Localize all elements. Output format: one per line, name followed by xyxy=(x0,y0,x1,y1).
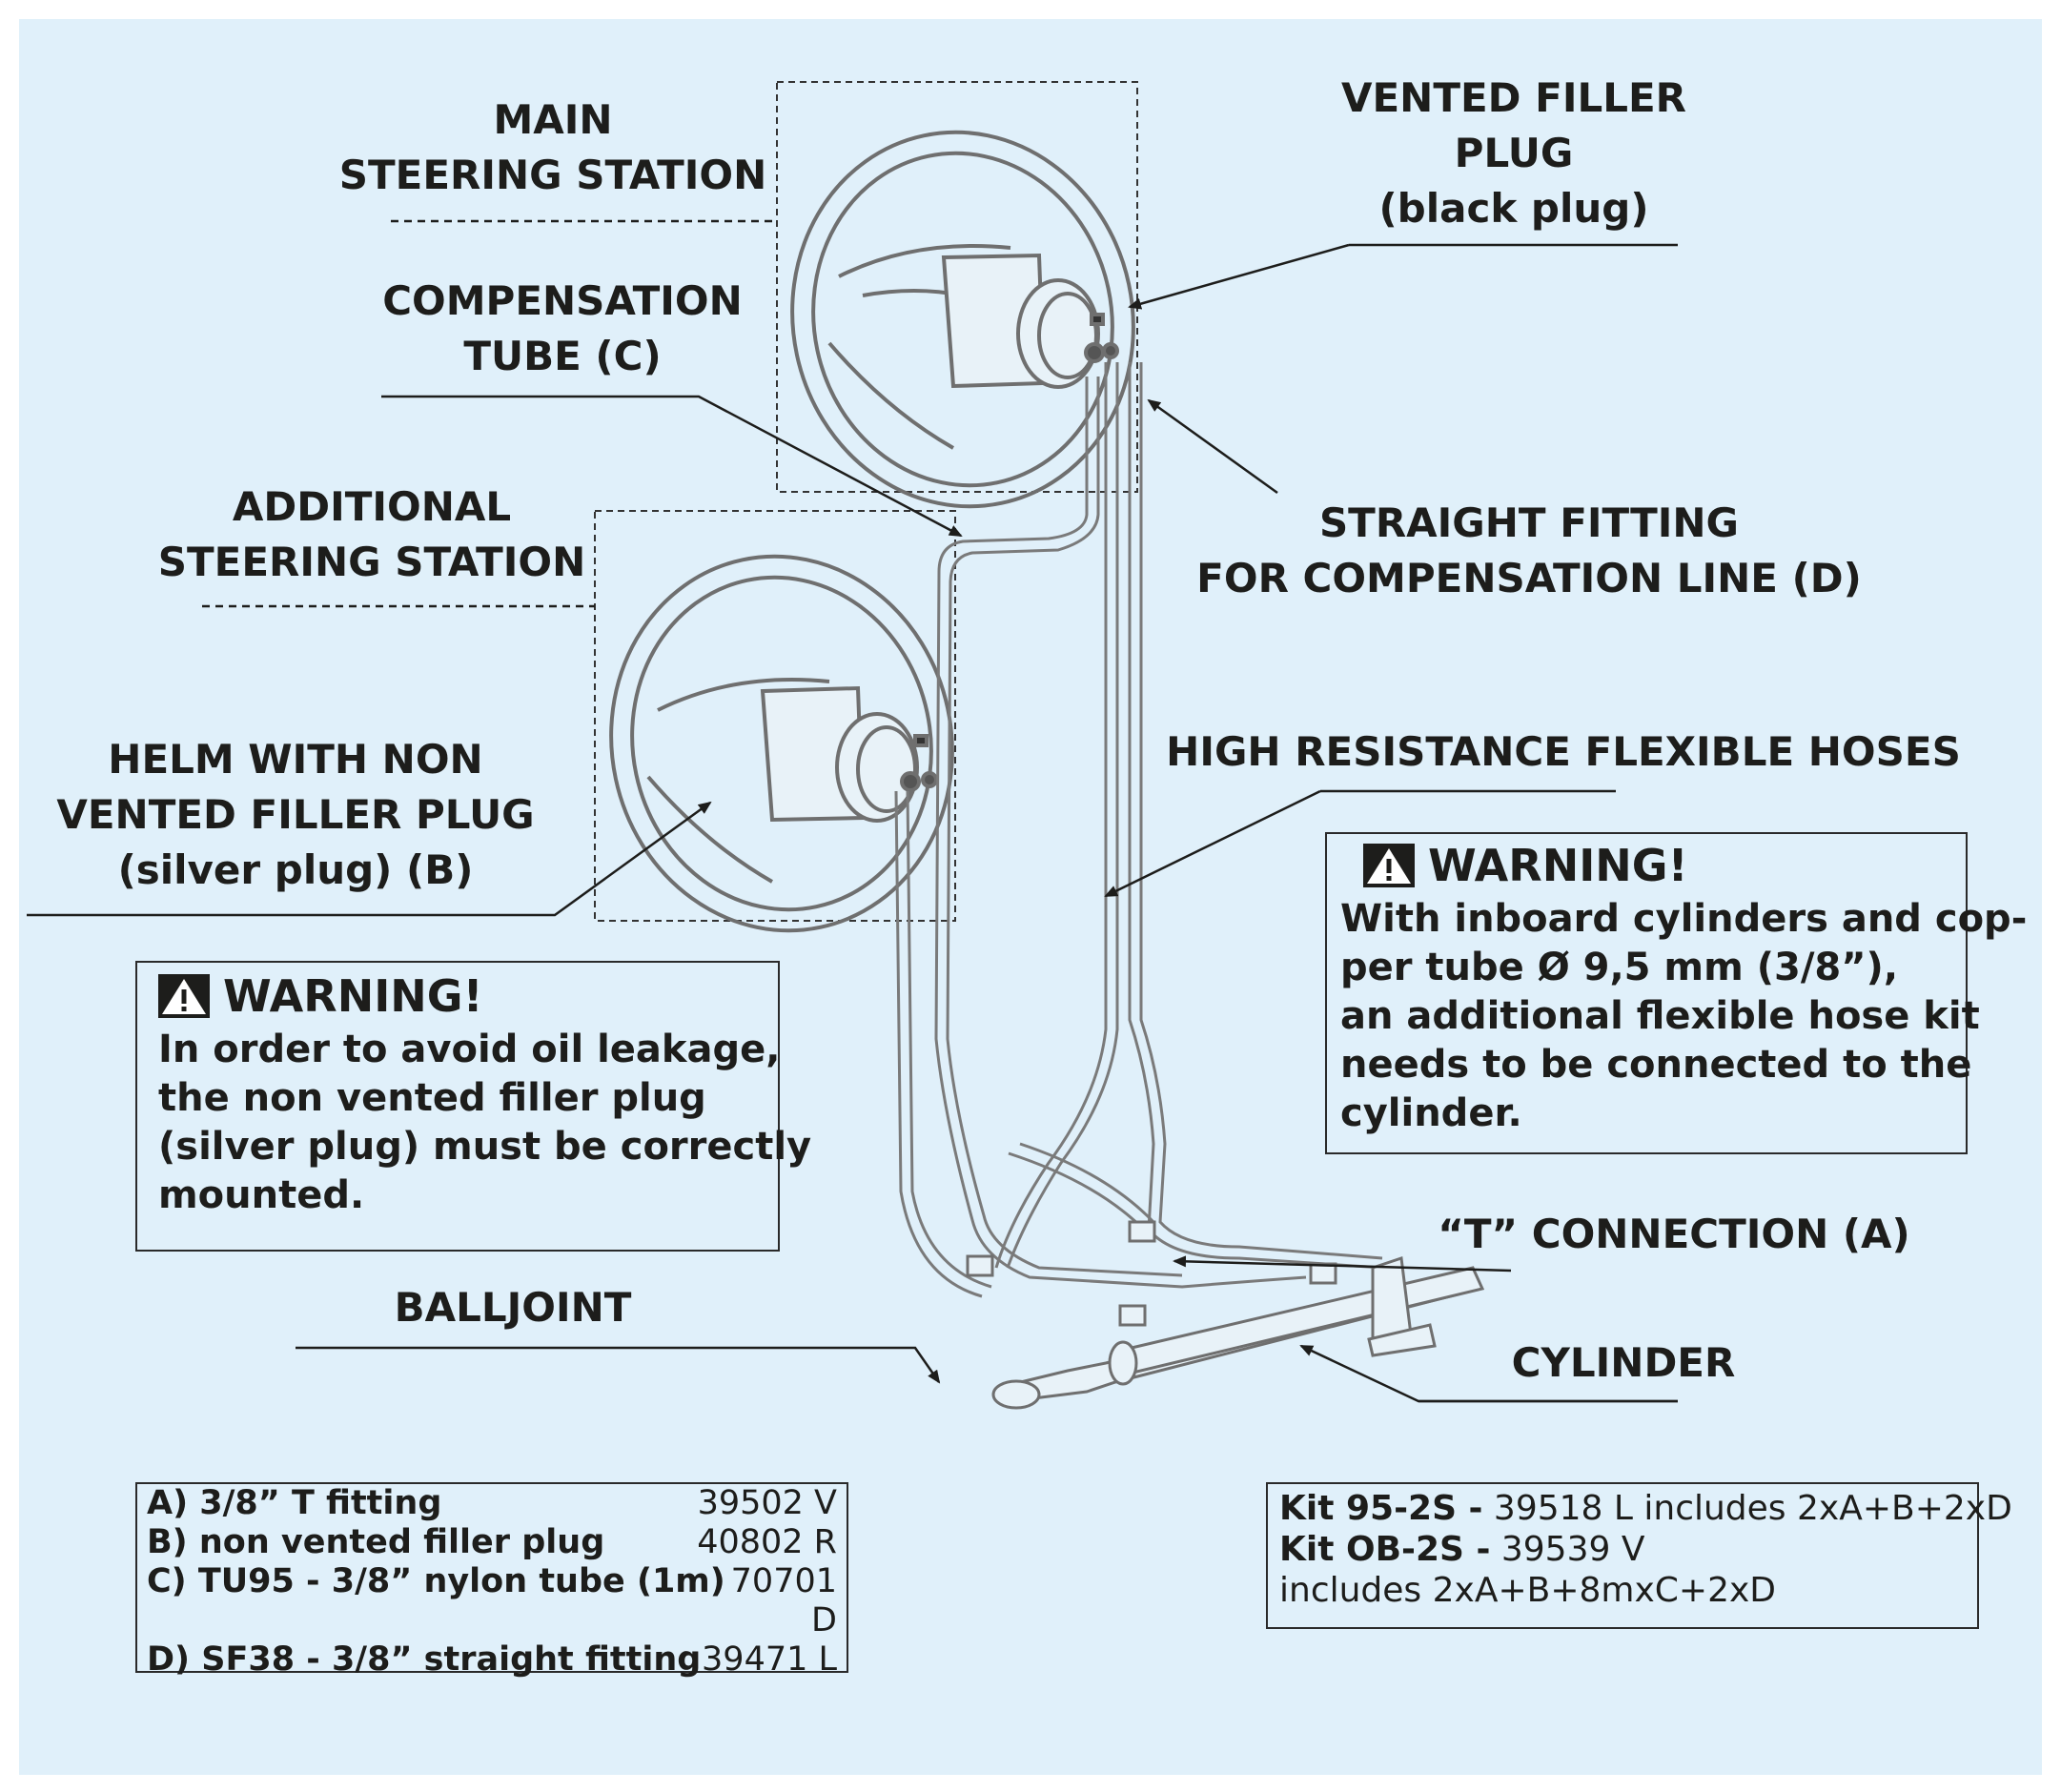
part-name: C) TU95 - 3/8” nylon tube (1m) xyxy=(147,1562,725,1600)
label-main-steering-station: MAIN STEERING STATION xyxy=(338,96,767,198)
warning-box-left: WARNING! In order to avoid oil leakage, … xyxy=(135,961,812,1252)
warning-triangle-icon xyxy=(1363,844,1415,887)
arrow-helm-non-vented xyxy=(27,801,712,917)
kit-ob-2s-includes: includes 2xA+B+8mxC+2xD xyxy=(1279,1571,1776,1610)
warning-line: per tube Ø 9,5 mm (3/8”), xyxy=(1340,946,1899,989)
warning-title: WARNING! xyxy=(158,970,757,1022)
label-t-connection: “T” CONNECTION (A) xyxy=(1438,1211,1910,1257)
part-code: 70701 D xyxy=(730,1562,837,1639)
hose-fittings xyxy=(966,1220,1337,1327)
part-name: B) non vented filler plug xyxy=(147,1523,605,1561)
warning-title: WARNING! xyxy=(1363,840,1952,891)
label-vented-filler-plug: VENTED FILLER PLUG (black plug) xyxy=(1340,74,1687,232)
warning-line: With inboard cylinders and cop- xyxy=(1340,897,2028,941)
kit-ob-2s-line: Kit OB-2S - 39539 V xyxy=(1279,1529,1966,1570)
label-flexible-hoses: HIGH RESISTANCE FLEXIBLE HOSES xyxy=(1166,728,1961,775)
label-balljoint: BALLJOINT xyxy=(394,1284,632,1331)
arrow-flexible-hoses xyxy=(1104,789,1321,898)
label-compensation-tube: COMPENSATION TUBE (C) xyxy=(382,277,743,379)
part-code: 39502 V xyxy=(697,1484,837,1522)
kit-name: Kit OB-2S - xyxy=(1279,1530,1491,1569)
label-helm-non-vented: HELM WITH NON VENTED FILLER PLUG (silver… xyxy=(56,736,535,893)
kit-description: 39518 L includes 2xA+B+2xD xyxy=(1482,1489,2012,1528)
parts-row: C) TU95 - 3/8” nylon tube (1m) 70701 D xyxy=(147,1562,837,1640)
label-additional-steering-station: ADDITIONAL STEERING STATION xyxy=(157,483,586,585)
warning-line: the non vented filler plug xyxy=(158,1076,706,1120)
arrow-t-connection xyxy=(1173,1255,1512,1273)
kit-code: 39539 V xyxy=(1490,1530,1645,1569)
hydraulic-hoses xyxy=(894,362,1383,1298)
warning-line: mounted. xyxy=(158,1173,365,1217)
part-name: D) SF38 - 3/8” straight fitting xyxy=(147,1640,702,1679)
kit-95-2s-line: Kit 95-2S - 39518 L includes 2xA+B+2xD xyxy=(1279,1488,2012,1529)
additional-steering-wheel xyxy=(609,554,954,933)
warning-line: needs to be connected to the xyxy=(1340,1043,1972,1087)
main-station-frame xyxy=(776,81,1138,493)
parts-row: B) non vented filler plug 40802 R xyxy=(147,1523,837,1562)
label-straight-fitting: STRAIGHT FITTING FOR COMPENSATION LINE (… xyxy=(1196,499,1862,601)
label-cylinder: CYLINDER xyxy=(1511,1339,1736,1386)
part-code: 39471 L xyxy=(702,1640,837,1679)
steering-cylinder xyxy=(991,1255,1485,1410)
part-name: A) 3/8” T fitting xyxy=(147,1484,442,1522)
arrow-balljoint xyxy=(296,1346,941,1384)
part-code: 40802 R xyxy=(697,1523,837,1561)
parts-list: A) 3/8” T fitting 39502 V B) non vented … xyxy=(135,1482,848,1679)
warning-box-right: WARNING! With inboard cylinders and cop-… xyxy=(1325,832,2028,1154)
warning-title-text: WARNING! xyxy=(223,970,483,1022)
arrow-compensation-tube xyxy=(381,395,963,538)
warning-line: cylinder. xyxy=(1340,1091,1522,1135)
parts-row: A) 3/8” T fitting 39502 V xyxy=(147,1484,837,1523)
arrow-vented-plug xyxy=(1128,243,1350,310)
warning-title-text: WARNING! xyxy=(1428,840,1688,891)
arrow-straight-fitting xyxy=(1147,398,1278,495)
parts-row: D) SF38 - 3/8” straight fitting 39471 L xyxy=(147,1640,837,1680)
additional-station-frame xyxy=(594,510,956,922)
main-steering-wheel xyxy=(790,130,1135,509)
arrow-cylinder xyxy=(1299,1344,1678,1403)
warning-line: (silver plug) must be correctly xyxy=(158,1125,812,1169)
warning-line: In order to avoid oil leakage, xyxy=(158,1028,781,1071)
warning-triangle-icon xyxy=(158,974,210,1018)
kit-name: Kit 95-2S - xyxy=(1279,1489,1483,1528)
kits-box: Kit 95-2S - 39518 L includes 2xA+B+2xD K… xyxy=(1266,1482,2012,1629)
warning-line: an additional flexible hose kit xyxy=(1340,994,1980,1038)
